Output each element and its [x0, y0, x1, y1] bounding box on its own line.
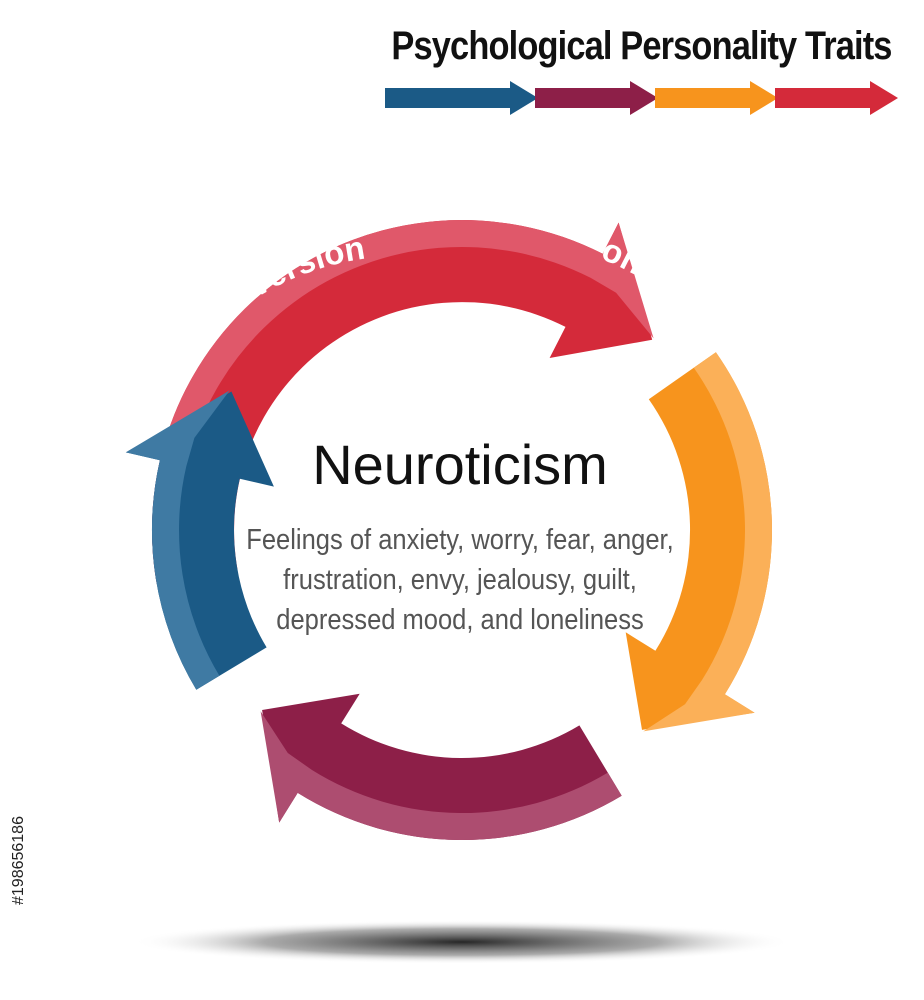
center-title: Neuroticism: [312, 433, 608, 496]
cycle-ring: [125, 220, 772, 841]
color-arrow-bar: [385, 81, 898, 115]
cycle-arrow-openness: [125, 390, 274, 690]
arrow-bar-openness: [385, 81, 538, 115]
cycle-arrow-conscientiousness: [625, 352, 772, 732]
arrow-bar-extroversion: [775, 81, 898, 115]
stock-image-id: #198656186: [10, 816, 27, 905]
arrow-bar-agreeableness: [535, 81, 658, 115]
description-line: Feelings of anxiety, worry, fear, anger,: [246, 524, 674, 556]
description-line: frustration, envy, jealousy, guilt,: [283, 564, 637, 596]
center-description: Feelings of anxiety, worry, fear, anger,…: [210, 520, 710, 640]
arrow-highlight-conscientiousness: [643, 352, 772, 732]
arrow-highlight-extroversion: [152, 220, 654, 584]
page-title: Psychological Personality Traits: [391, 24, 893, 68]
arrow-highlight-agreeableness: [260, 711, 622, 841]
description-line: depressed mood, and loneliness: [276, 604, 644, 636]
ground-shadow: [132, 920, 792, 964]
cycle-arrow-agreeableness: [260, 693, 622, 841]
cycle-arrow-extroversion: [152, 220, 654, 584]
arrow-highlight-openness: [125, 390, 230, 690]
arrow-bar-conscientiousness: [655, 81, 778, 115]
